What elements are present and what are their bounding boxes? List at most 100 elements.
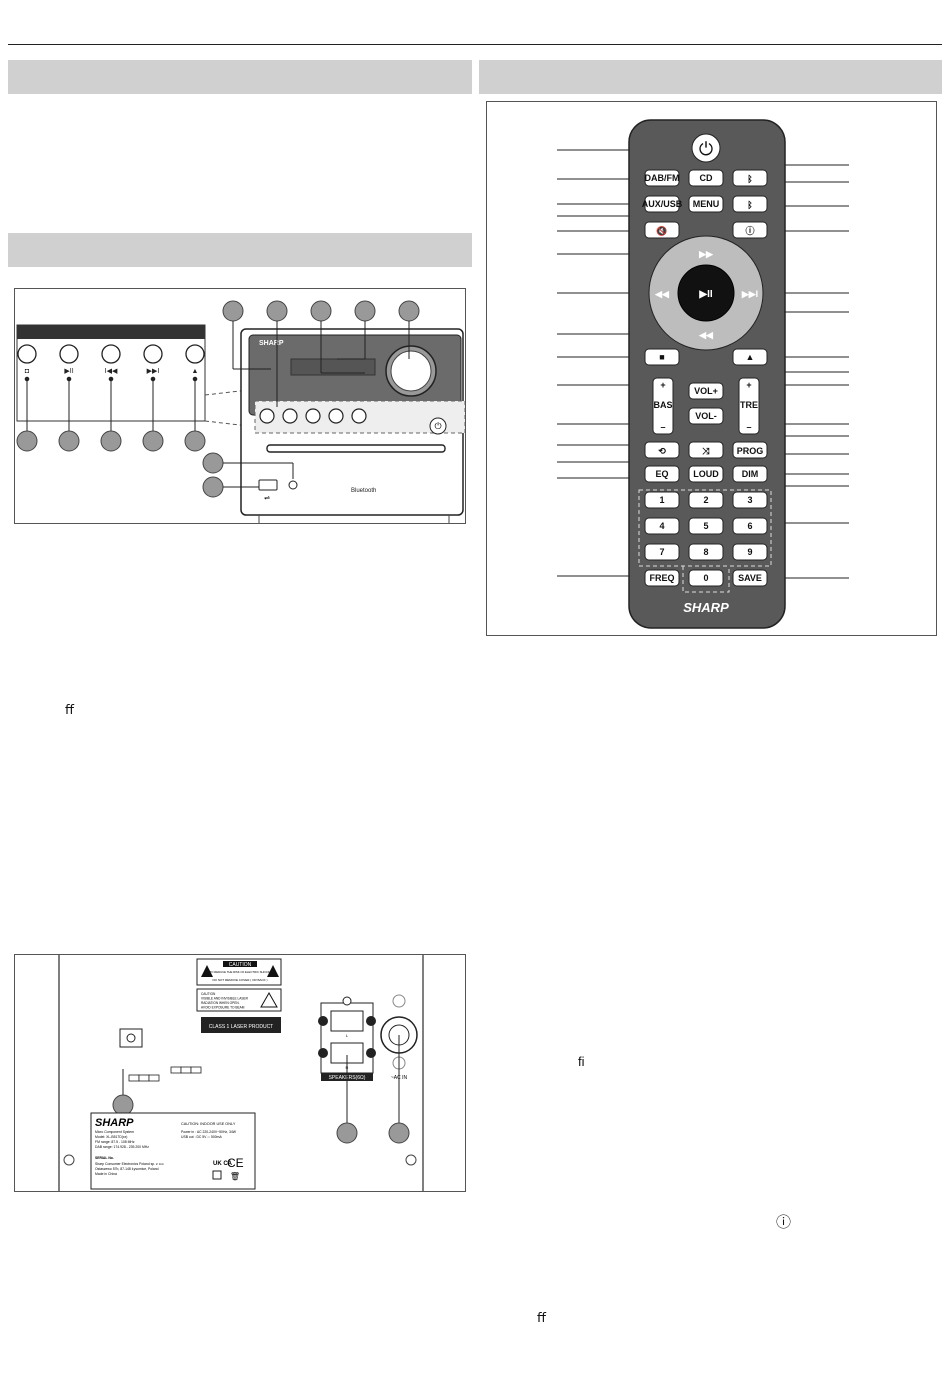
zoom-sym-5: ▲ xyxy=(192,368,199,375)
numpad-group xyxy=(638,489,772,567)
section-band-1 xyxy=(8,60,472,94)
callout-5 xyxy=(398,300,420,322)
unit-brand: SHARP xyxy=(259,340,284,347)
digit-8-button[interactable] xyxy=(688,543,724,561)
bluetooth-button-2[interactable] xyxy=(732,195,768,213)
loud-button[interactable] xyxy=(688,465,724,483)
freq-button[interactable] xyxy=(644,569,680,587)
zoom-btn-2 xyxy=(59,344,79,364)
callout-8 xyxy=(100,430,122,452)
digit-1-button[interactable] xyxy=(644,491,680,509)
disc-slot xyxy=(266,444,446,453)
digit-6-button[interactable] xyxy=(732,517,768,535)
auxusb-button[interactable] xyxy=(644,195,680,213)
treble-minus: – xyxy=(746,422,751,432)
callout-10 xyxy=(184,430,206,452)
digit-8-label: 8 xyxy=(703,547,708,557)
freq-label: FREQ xyxy=(649,573,674,583)
bass-rocker[interactable] xyxy=(652,377,674,435)
callout-9 xyxy=(142,430,164,452)
shuffle-button[interactable] xyxy=(688,441,724,459)
auxusb-label: AUX/USB xyxy=(642,199,683,209)
bluetooth-pair-icon: ᛒ xyxy=(747,200,752,210)
save-button[interactable] xyxy=(732,569,768,587)
menu-label: MENU xyxy=(693,199,720,209)
callout-2 xyxy=(266,300,288,322)
loud-label: LOUD xyxy=(693,469,719,479)
prog-label: PROG xyxy=(737,446,764,456)
stray-glyph-1: ﬀ xyxy=(65,702,74,717)
rating-bottom-3: Made in China xyxy=(95,1172,117,1176)
caution-line1: TO REDUCE THE RISK OF ELECTRIC SHOCK, xyxy=(210,970,271,974)
ring-up-icon: ▶▶ xyxy=(698,249,714,259)
main-unit-figure: ◘ ▶II I◀◀ ▶▶I ▲ SHARP xyxy=(14,288,466,524)
caution-line2: DO NOT REMOVE COVER ( OR BACK ) xyxy=(213,978,268,982)
remote-brand-logo: SHARP xyxy=(683,600,729,615)
treble-plus: + xyxy=(746,380,751,390)
weee-icon: 🗑 xyxy=(230,1172,240,1181)
dabfm-label: DAB/FM xyxy=(645,173,680,183)
cd-button[interactable] xyxy=(688,169,724,187)
treble-rocker[interactable] xyxy=(738,377,760,435)
unit-power-button xyxy=(429,417,447,435)
zoom-sym-2: ▶II xyxy=(64,368,73,375)
speaker-l-label: L xyxy=(346,1033,349,1038)
vol-up-button[interactable] xyxy=(688,382,724,400)
callout-antenna xyxy=(112,1094,134,1116)
eject-button[interactable] xyxy=(732,348,768,366)
repeat-button[interactable] xyxy=(644,441,680,459)
rear-panel-drawing: CAUTION TO REDUCE THE RISK OF ELECTRIC S… xyxy=(58,955,424,1191)
ring-down-icon: ◀◀ xyxy=(698,330,714,340)
laser-l4: AVOID EXPOSURE TO BEAM xyxy=(201,1006,245,1010)
rating-left-2: FM range: 87.5 - 108 MHz xyxy=(95,1140,135,1144)
power-icon: ⏻ xyxy=(699,139,713,159)
digit-4-button[interactable] xyxy=(644,517,680,535)
double-insulation-icon xyxy=(212,1170,222,1180)
eq-button[interactable] xyxy=(644,465,680,483)
rating-bottom-2: Ostaszewo 57b, 87-148 Łysomice, Poland xyxy=(95,1167,159,1171)
rating-bottom-0: SERIAL No. xyxy=(95,1156,114,1160)
main-unit-drawing: ◘ ▶II I◀◀ ▶▶I ▲ SHARP xyxy=(16,300,466,523)
rating-right-1: USB out : DC 5V ⎓ 500mA xyxy=(181,1135,223,1139)
vol-down-label: VOL- xyxy=(695,411,717,421)
caution-title: CAUTION xyxy=(229,962,252,968)
eq-label: EQ xyxy=(655,469,668,479)
repeat-icon: ⟲ xyxy=(658,446,666,456)
class1-label xyxy=(201,1017,281,1033)
info-button[interactable] xyxy=(732,221,768,239)
bass-label: BAS xyxy=(653,400,672,410)
zoom-btn-4 xyxy=(143,344,163,364)
digit-9-button[interactable] xyxy=(732,543,768,561)
stop-button[interactable] xyxy=(644,348,680,366)
vol-down-button[interactable] xyxy=(688,407,724,425)
digit-0-button[interactable] xyxy=(688,569,724,587)
play-pause-button[interactable] xyxy=(677,264,735,322)
dim-label: DIM xyxy=(742,469,759,479)
dabfm-button[interactable] xyxy=(644,169,680,187)
digit-7-label: 7 xyxy=(659,547,664,557)
stop-icon: ■ xyxy=(659,352,664,362)
digit-7-button[interactable] xyxy=(644,543,680,561)
digit-9-label: 9 xyxy=(747,547,752,557)
callout-ac xyxy=(388,1122,410,1144)
digit-5-button[interactable] xyxy=(688,517,724,535)
dim-button[interactable] xyxy=(732,465,768,483)
callout-7 xyxy=(58,430,80,452)
unit-badge-bt: Bluetooth xyxy=(351,488,376,494)
digit-2-label: 2 xyxy=(703,495,708,505)
stray-glyph-4: ﬀ xyxy=(537,1310,546,1325)
menu-button[interactable] xyxy=(688,195,724,213)
digit-2-button[interactable] xyxy=(688,491,724,509)
callout-1 xyxy=(222,300,244,322)
ring-right-icon: ▶▶I xyxy=(741,289,758,299)
section-band-2 xyxy=(8,233,472,267)
rating-left-3: DAB range: 174.928 - 239.200 MHz xyxy=(95,1145,149,1149)
prog-button[interactable] xyxy=(732,441,768,459)
remote-power-button[interactable] xyxy=(691,133,721,163)
digit-3-button[interactable] xyxy=(732,491,768,509)
stray-glyph-3: ⓘ xyxy=(776,1214,792,1231)
digit-5-label: 5 xyxy=(703,521,708,531)
mute-button[interactable] xyxy=(644,221,680,239)
rating-left-0: Micro Component System xyxy=(95,1130,134,1134)
bluetooth-button-1[interactable] xyxy=(732,169,768,187)
